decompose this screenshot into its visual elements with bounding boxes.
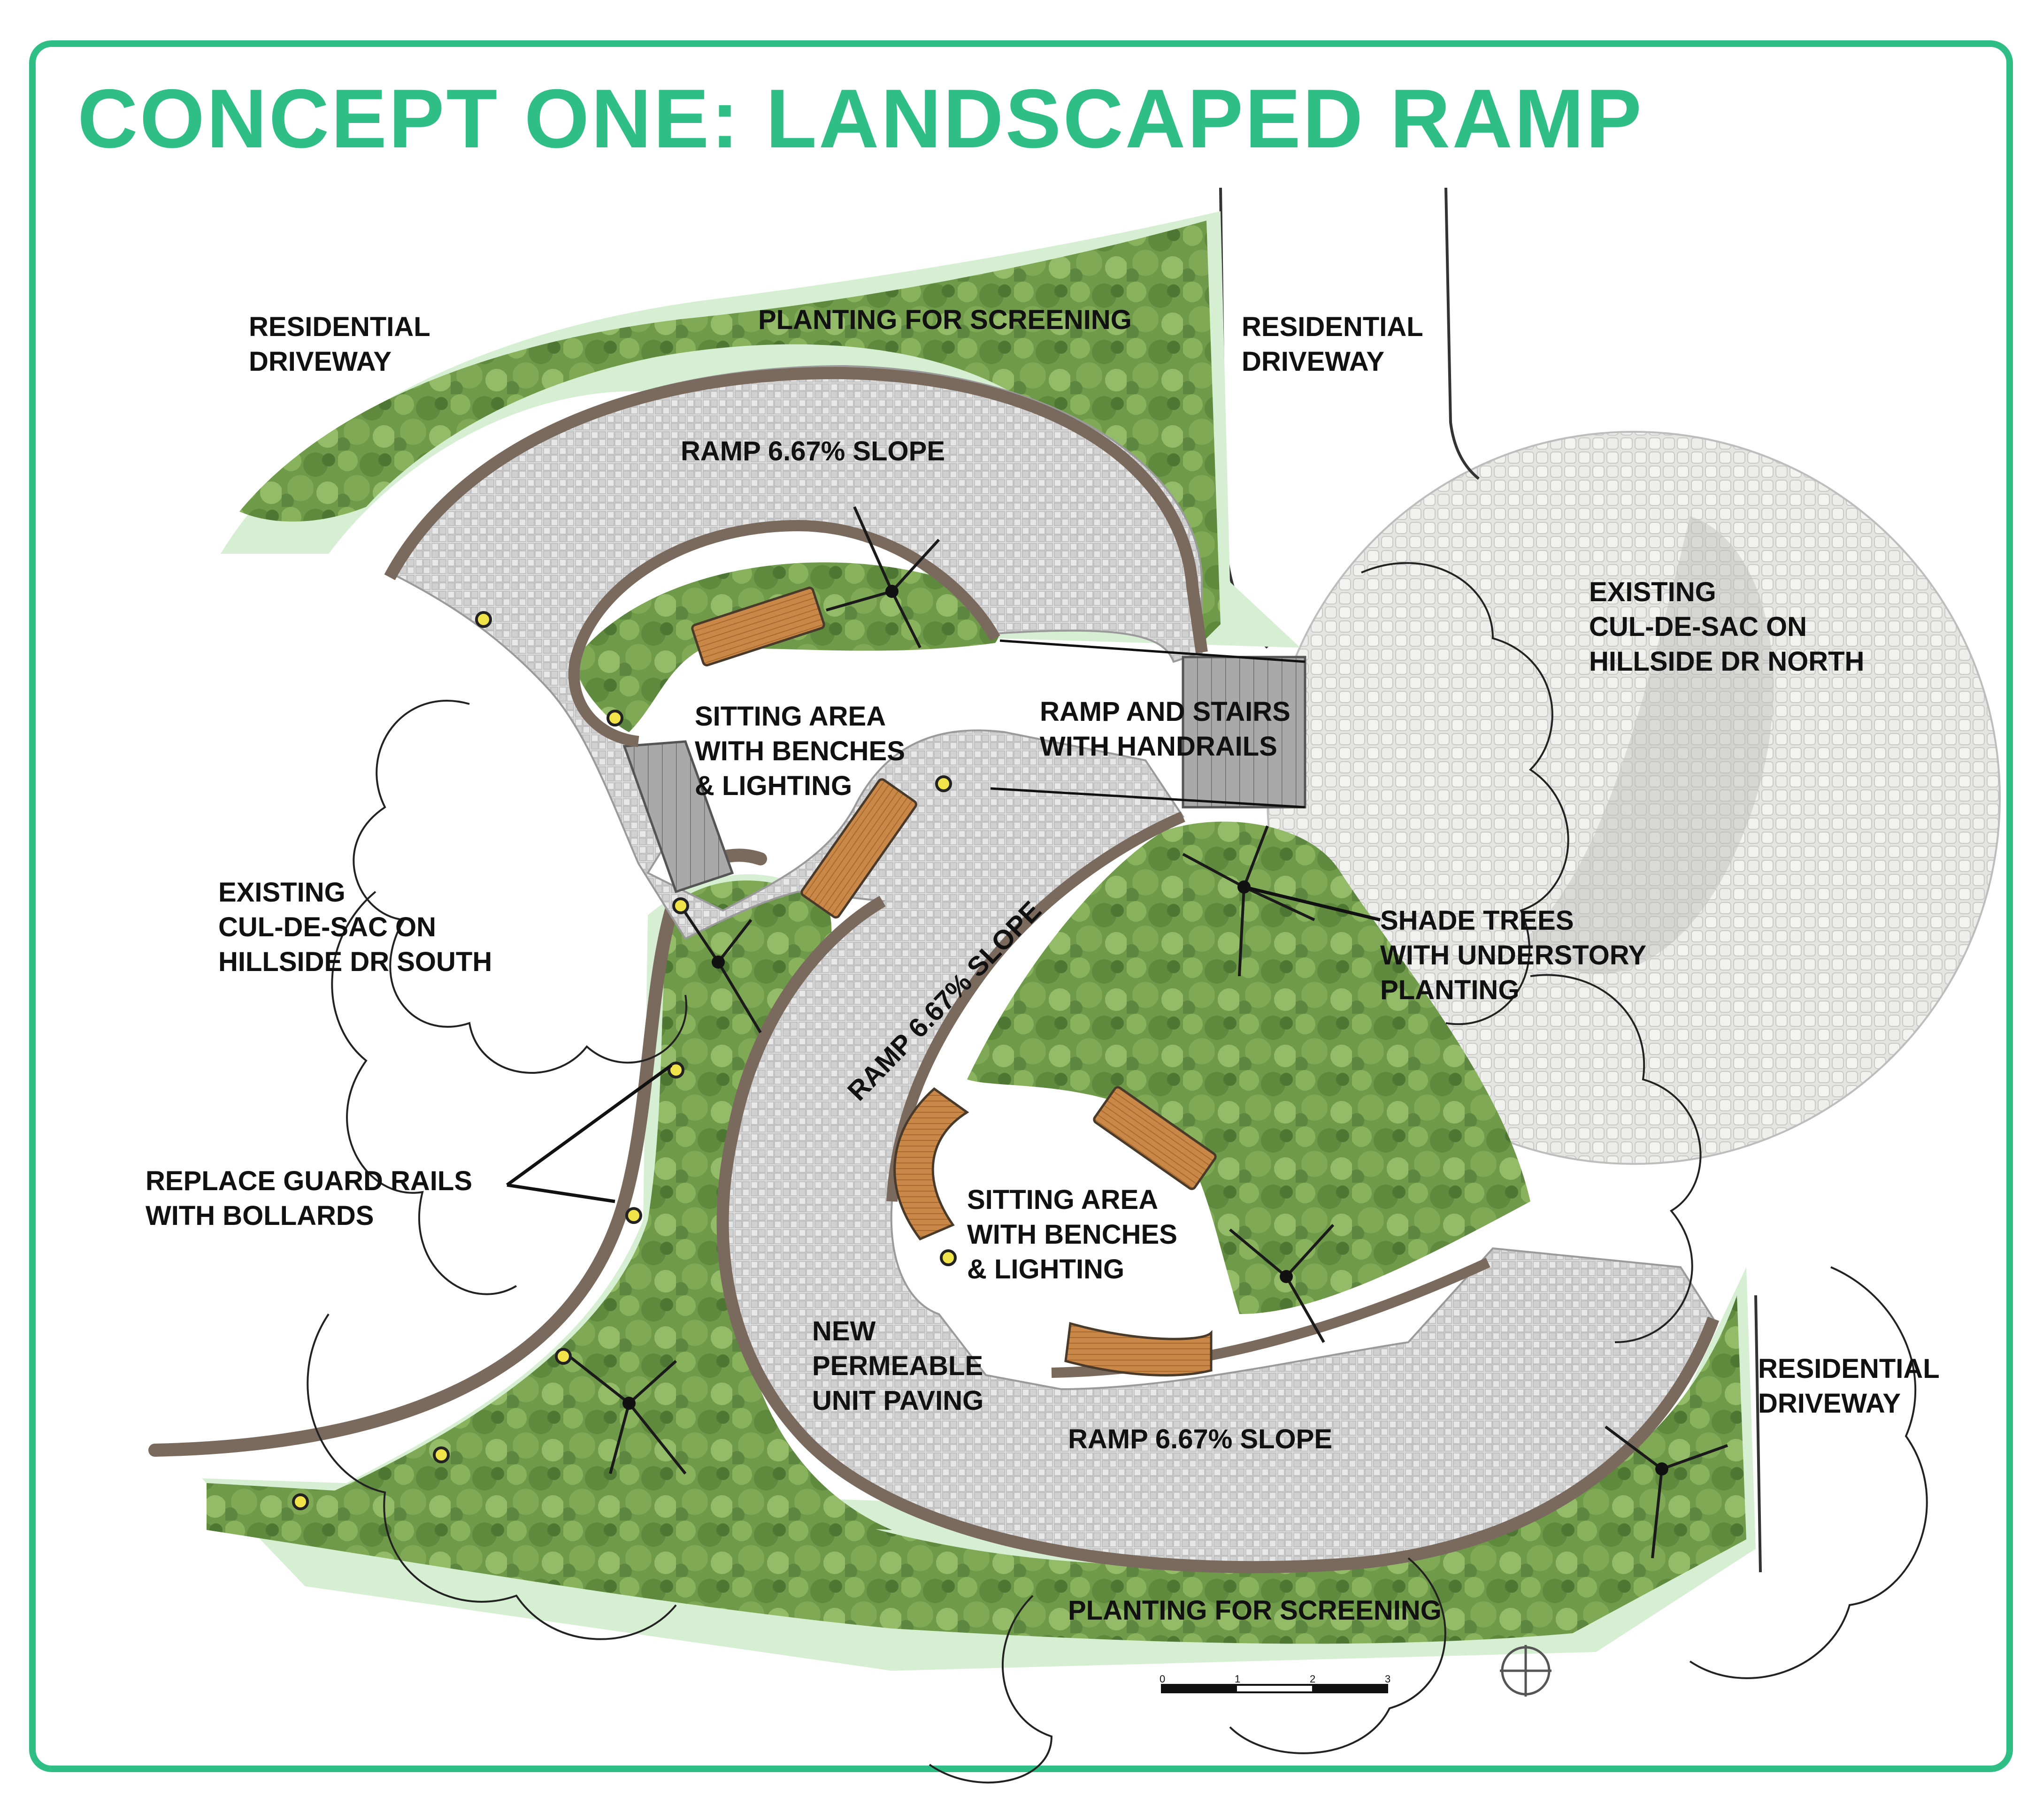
wall-lower-outer [716, 895, 1720, 1574]
bollard-light-icon [668, 1062, 684, 1078]
bench-upper-2 [800, 778, 917, 919]
bollard-light-icon [555, 1348, 572, 1365]
bollard-light-icon [935, 775, 952, 792]
label-residential-driveway-nw: RESIDENTIAL DRIVEWAY [249, 310, 430, 379]
label-line: WITH UNDERSTORY [1380, 940, 1647, 971]
tree-trunk-icon [1655, 1462, 1668, 1476]
tree-trunk-icon [622, 1397, 636, 1410]
label-ramp-bottom: RAMP 6.67% SLOPE [1068, 1424, 1333, 1454]
guide-line-upper [999, 639, 1306, 663]
label-line: HILLSIDE DR NORTH [1589, 646, 1865, 677]
label-line: HILLSIDE DR SOUTH [218, 947, 492, 977]
label-planting-bottom: PLANTING FOR SCREENING [1068, 1595, 1442, 1626]
label-sitting-area-lower: SITTING AREA WITH BENCHES & LIGHTING [967, 1183, 1177, 1287]
label-residential-driveway-n: RESIDENTIAL DRIVEWAY [1242, 310, 1423, 379]
label-line: WITH BENCHES [967, 1219, 1177, 1250]
bollard-light-icon [940, 1249, 957, 1266]
label-line: NEW [812, 1316, 876, 1346]
label-ramp-top: RAMP 6.67% SLOPE [681, 436, 945, 466]
label-line: EXISTING [1589, 577, 1716, 607]
tree-trunk-icon [885, 585, 899, 598]
label-line: SITTING AREA [695, 701, 886, 732]
label-line: WITH BENCHES [695, 736, 905, 766]
leader-guard-rails-2 [507, 1183, 615, 1203]
label-culdesac-north: EXISTING CUL-DE-SAC ON HILLSIDE DR NORTH [1589, 575, 1864, 679]
label-line: UNIT PAVING [812, 1385, 984, 1416]
sheet-border [29, 40, 2013, 1772]
street-edge-north-2 [1444, 187, 1480, 480]
tree-trunk-icon [712, 956, 725, 969]
leader-shade-trees [1244, 885, 1381, 922]
street-edge-east [1754, 1295, 1762, 1573]
label-line: RESIDENTIAL [249, 312, 430, 342]
label-line: CUL-DE-SAC ON [1589, 612, 1807, 642]
label-line: SITTING AREA [967, 1185, 1159, 1215]
wall-upper-island [568, 520, 1000, 747]
sheet-title: CONCEPT ONE: LANDSCAPED RAMP [77, 72, 1644, 165]
label-planting-top: PLANTING FOR SCREENING [758, 305, 1132, 335]
wall-mid-s [886, 811, 1185, 1202]
bollard-light-icon [672, 897, 689, 914]
stairs-west [622, 740, 734, 894]
culdesac-north-shadow [1526, 516, 1774, 974]
label-shade-trees: SHADE TREES WITH UNDERSTORY PLANTING [1380, 903, 1646, 1008]
bench-upper-1 [691, 587, 825, 666]
tree-canopies [307, 562, 1928, 1784]
bollard-light-icon [433, 1446, 450, 1463]
scale-tick-2: 2 [1310, 1673, 1315, 1685]
planting-sw-corner [498, 1352, 714, 1511]
bollard-light-icon [475, 611, 492, 628]
scale-bar: 0 1 2 3 [1160, 1673, 1390, 1693]
label-line: EXISTING [218, 877, 346, 908]
label-sitting-area-upper: SITTING AREA WITH BENCHES & LIGHTING [695, 699, 905, 803]
bench-curved-lower [893, 1087, 969, 1241]
bench-lower-1 [1093, 1086, 1217, 1190]
label-line: DRIVEWAY [249, 346, 392, 377]
label-line: PLANTING [1380, 975, 1520, 1005]
north-arrow-icon [1500, 1645, 1551, 1697]
stairs-east [1182, 656, 1306, 809]
planting-island-upper [573, 562, 1000, 732]
guide-line-mid [990, 787, 1306, 809]
bollard-light-icon [607, 710, 623, 726]
label-line: & LIGHTING [967, 1254, 1125, 1285]
label-line: WITH HANDRAILS [1040, 731, 1277, 762]
bollard-light-icon [625, 1207, 642, 1224]
label-replace-guard-rails: REPLACE GUARD RAILS WITH BOLLARDS [146, 1164, 472, 1233]
planting-east-mid [967, 821, 1530, 1314]
bollard-light-icon [292, 1493, 309, 1510]
label-ramp-and-stairs: RAMP AND STAIRS WITH HANDRAILS [1040, 695, 1290, 764]
planting-north [239, 221, 1221, 648]
label-residential-driveway-se: RESIDENTIAL DRIVEWAY [1758, 1352, 1940, 1421]
tree-trunk-icon [1280, 1270, 1293, 1283]
label-line: WITH BOLLARDS [146, 1201, 374, 1231]
planting-west [310, 880, 892, 1530]
bollard-lights [292, 611, 957, 1510]
label-line: DRIVEWAY [1758, 1388, 1901, 1419]
label-permeable-paving: NEW PERMEABLE UNIT PAVING [812, 1314, 983, 1418]
label-line: & LIGHTING [695, 771, 853, 801]
label-line: RESIDENTIAL [1758, 1354, 1940, 1384]
label-line: CUL-DE-SAC ON [218, 912, 436, 942]
tree-trunks [562, 506, 1728, 1559]
scale-tick-3: 3 [1385, 1673, 1390, 1685]
wall-top-outer [384, 367, 1208, 653]
bench-lower-2 [1064, 1322, 1213, 1376]
label-line: RESIDENTIAL [1242, 312, 1423, 342]
label-line: DRIVEWAY [1242, 346, 1385, 377]
label-culdesac-south: EXISTING CUL-DE-SAC ON HILLSIDE DR SOUTH [218, 875, 492, 979]
label-line: SHADE TREES [1380, 905, 1574, 936]
label-line: PERMEABLE [812, 1351, 983, 1381]
label-line: REPLACE GUARD RAILS [146, 1166, 473, 1196]
label-line: RAMP AND STAIRS [1040, 696, 1290, 727]
leader-guard-rails-1 [506, 1064, 673, 1186]
scale-tick-0: 0 [1160, 1673, 1165, 1685]
scale-tick-1: 1 [1235, 1673, 1240, 1685]
